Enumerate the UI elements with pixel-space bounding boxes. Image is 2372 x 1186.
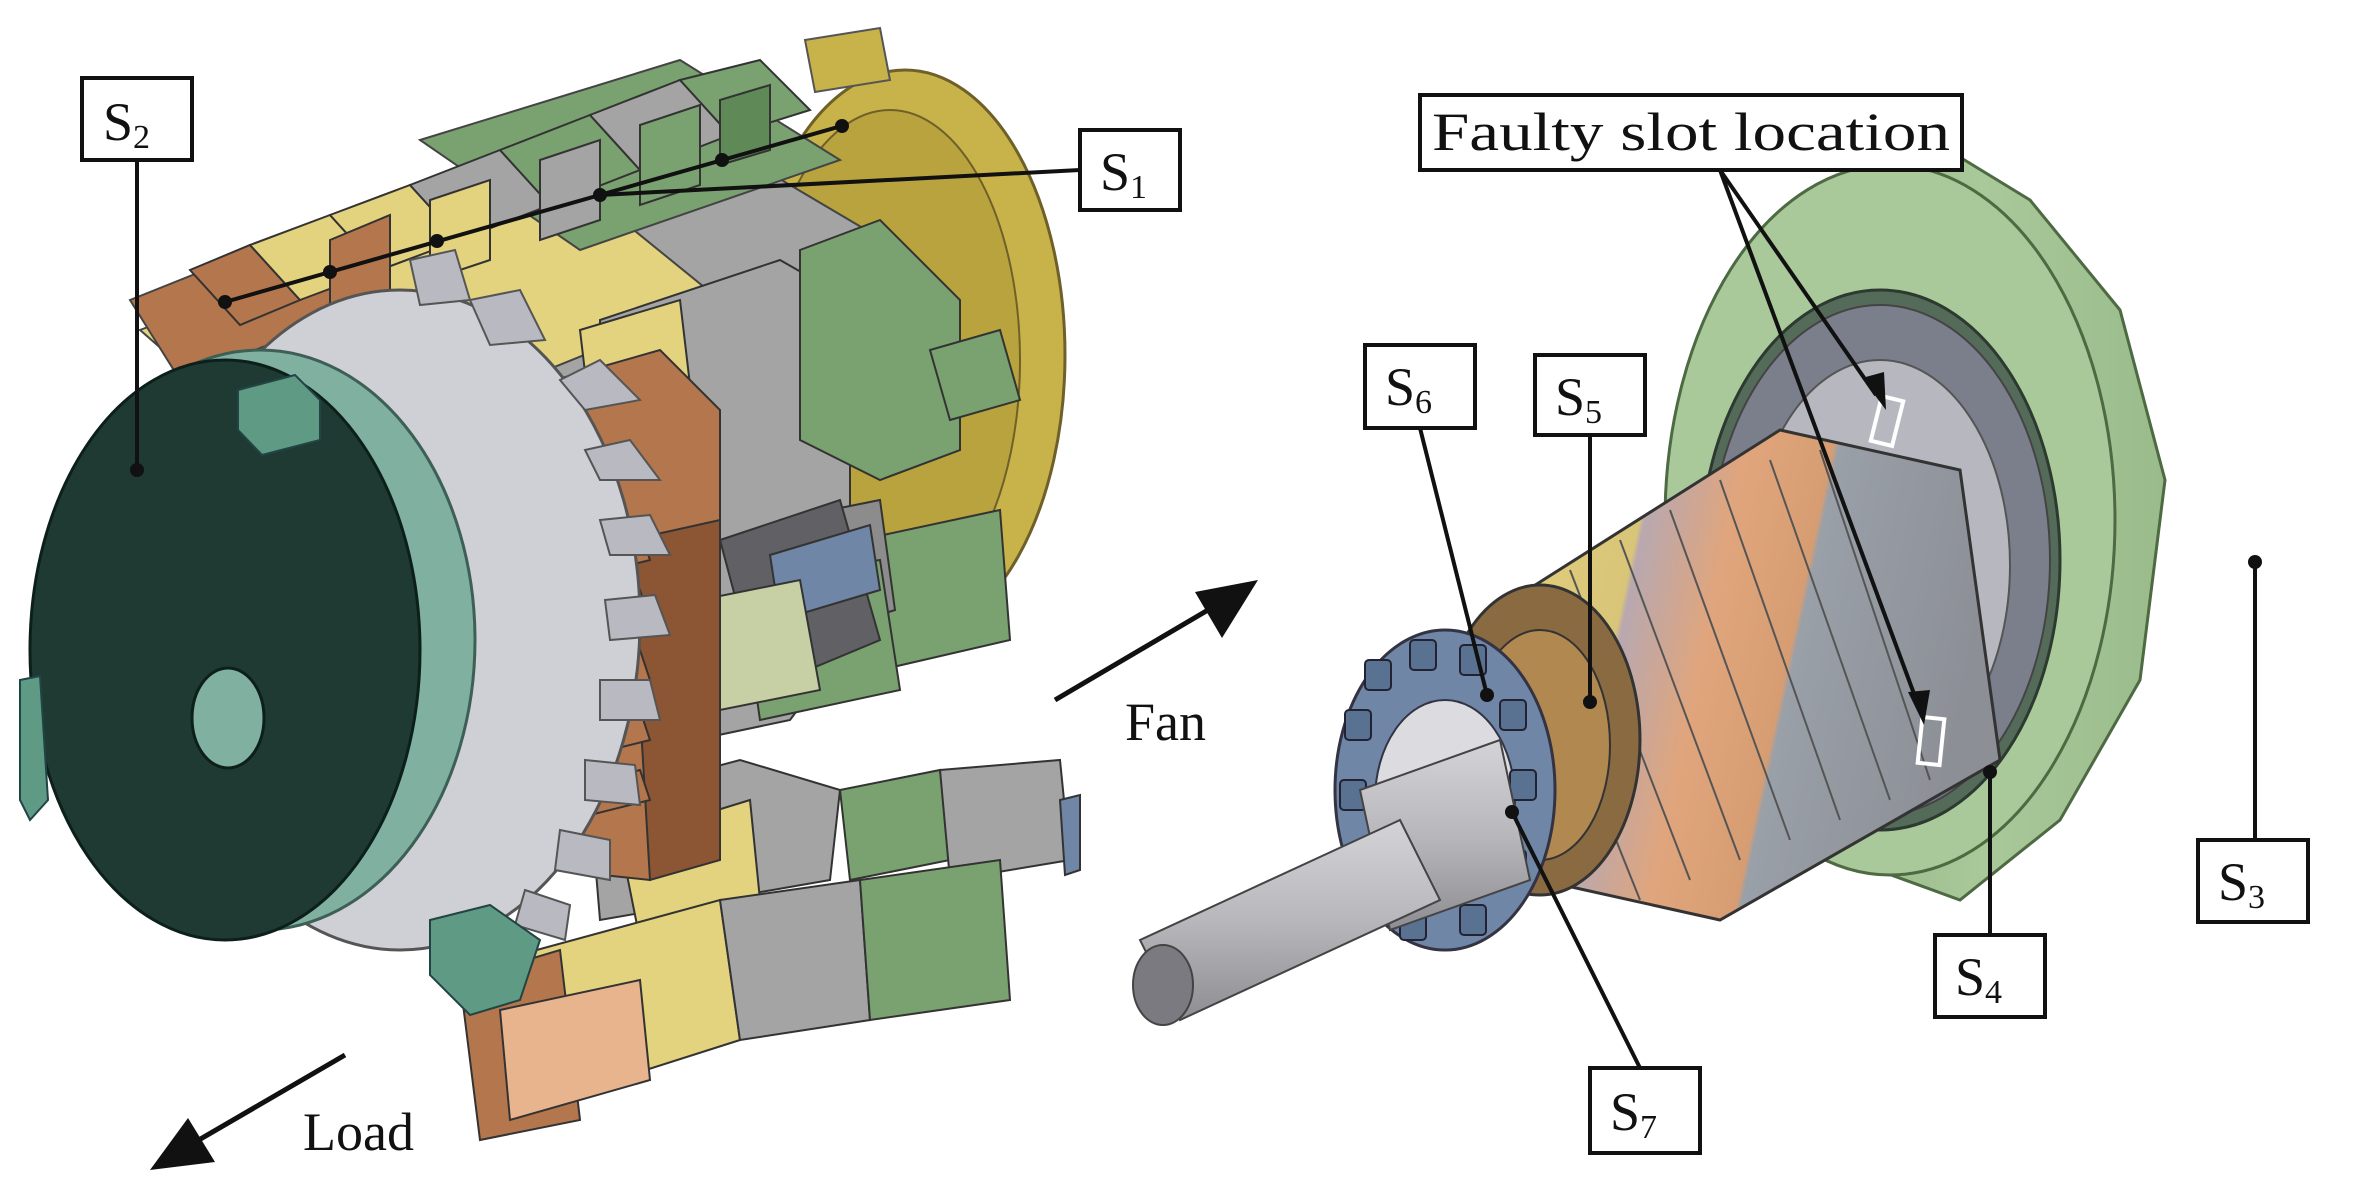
label-s7: S7 bbox=[1588, 1066, 1702, 1155]
rotor-assembly-right bbox=[1132, 143, 2167, 1026]
rear-top-block bbox=[803, 26, 892, 94]
svg-text:S5: S5 bbox=[1555, 367, 1602, 431]
motor-assembly-left bbox=[19, 26, 1081, 1142]
leader-lines bbox=[135, 123, 2257, 1069]
shield-lug-bottom bbox=[429, 903, 542, 1017]
shield-lug-top bbox=[237, 373, 321, 457]
front-shield-bore bbox=[190, 666, 266, 770]
stator-teeth bbox=[408, 248, 672, 942]
load-arrow bbox=[150, 1052, 347, 1170]
svg-text:Faulty slot location: Faulty slot location bbox=[1432, 102, 1950, 162]
svg-text:S3: S3 bbox=[2218, 852, 2265, 916]
front-shield-face bbox=[28, 358, 422, 942]
label-s3: S3 bbox=[2196, 838, 2310, 924]
faulty-slot-marker-lower bbox=[1915, 714, 1947, 768]
svg-text:S7: S7 bbox=[1610, 1082, 1657, 1146]
svg-text:S6: S6 bbox=[1385, 357, 1432, 421]
load-label: Load bbox=[303, 1102, 414, 1162]
faulty-slot-marker-upper bbox=[1868, 393, 1906, 449]
label-s2: S2 bbox=[80, 76, 194, 162]
svg-text:S1: S1 bbox=[1100, 142, 1147, 206]
leader-dots bbox=[130, 119, 2262, 819]
svg-text:S2: S2 bbox=[103, 92, 150, 156]
label-faulty-slot: Faulty slot location bbox=[1418, 93, 1964, 172]
shaft-end bbox=[1132, 944, 1194, 1026]
label-s6: S6 bbox=[1363, 343, 1477, 430]
fan-arrow bbox=[1053, 580, 1258, 703]
shield-lug-left bbox=[19, 674, 50, 822]
label-s4: S4 bbox=[1933, 933, 2047, 1019]
label-s1: S1 bbox=[1078, 128, 1182, 212]
fan-label: Fan bbox=[1125, 692, 1206, 752]
svg-text:S4: S4 bbox=[1955, 947, 2002, 1011]
label-s5: S5 bbox=[1533, 353, 1647, 437]
